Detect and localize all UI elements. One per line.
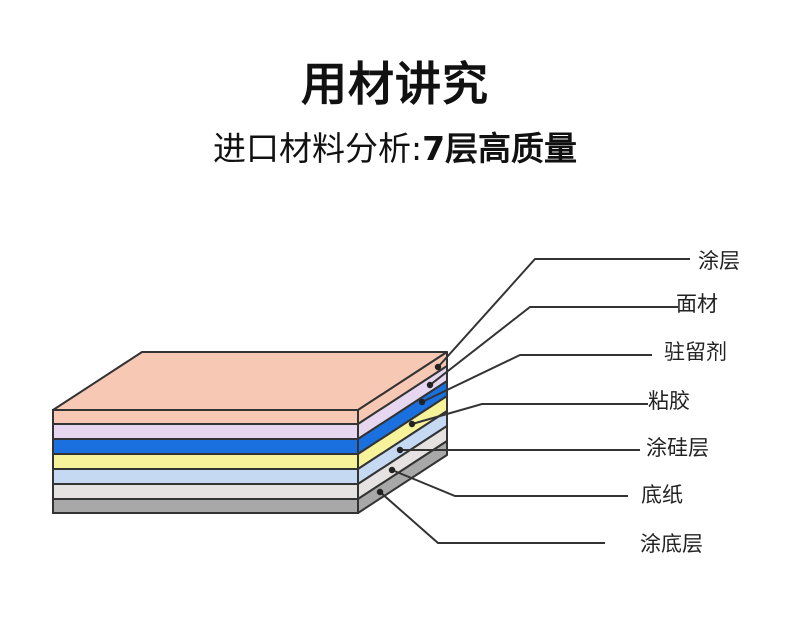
leader-dot [408,420,416,428]
leader-line [391,469,628,497]
leader-line [421,354,652,403]
layer-front-band [52,498,359,514]
leader-dot [396,446,404,454]
layer-label: 面材 [676,292,718,316]
leader-line [411,403,648,425]
leader-line [379,491,605,544]
leader-line [437,258,690,368]
layer-label: 涂硅层 [646,436,709,460]
page-subtitle: 进口材料分析:7层高质量 [0,122,790,170]
leader-line [429,306,678,386]
leader-dot [426,381,434,389]
layer-label: 涂层 [698,249,740,273]
leader-dot [418,398,426,406]
layer-front-band [52,438,359,455]
layer-front-band [52,468,359,485]
leader-lines-group [376,258,690,544]
layer-front-band [52,453,359,470]
leader-dot [388,466,396,474]
page-title: 用材讲究 [301,57,489,111]
layer-label: 底纸 [641,483,683,507]
layers-front-group [52,409,359,514]
subtitle-emphasis: 7层高质量 [422,129,578,168]
leader-dot [376,488,384,496]
layer-label: 粘胶 [648,389,690,413]
layer-label: 涂底层 [640,532,703,556]
layer-front-band [52,409,359,425]
layer-front-band [52,423,359,440]
layer-front-band [52,483,359,500]
subtitle-main: 进口材料分析: [212,129,423,168]
layer-label: 驻留剂 [664,340,727,364]
leader-dot [434,363,442,371]
